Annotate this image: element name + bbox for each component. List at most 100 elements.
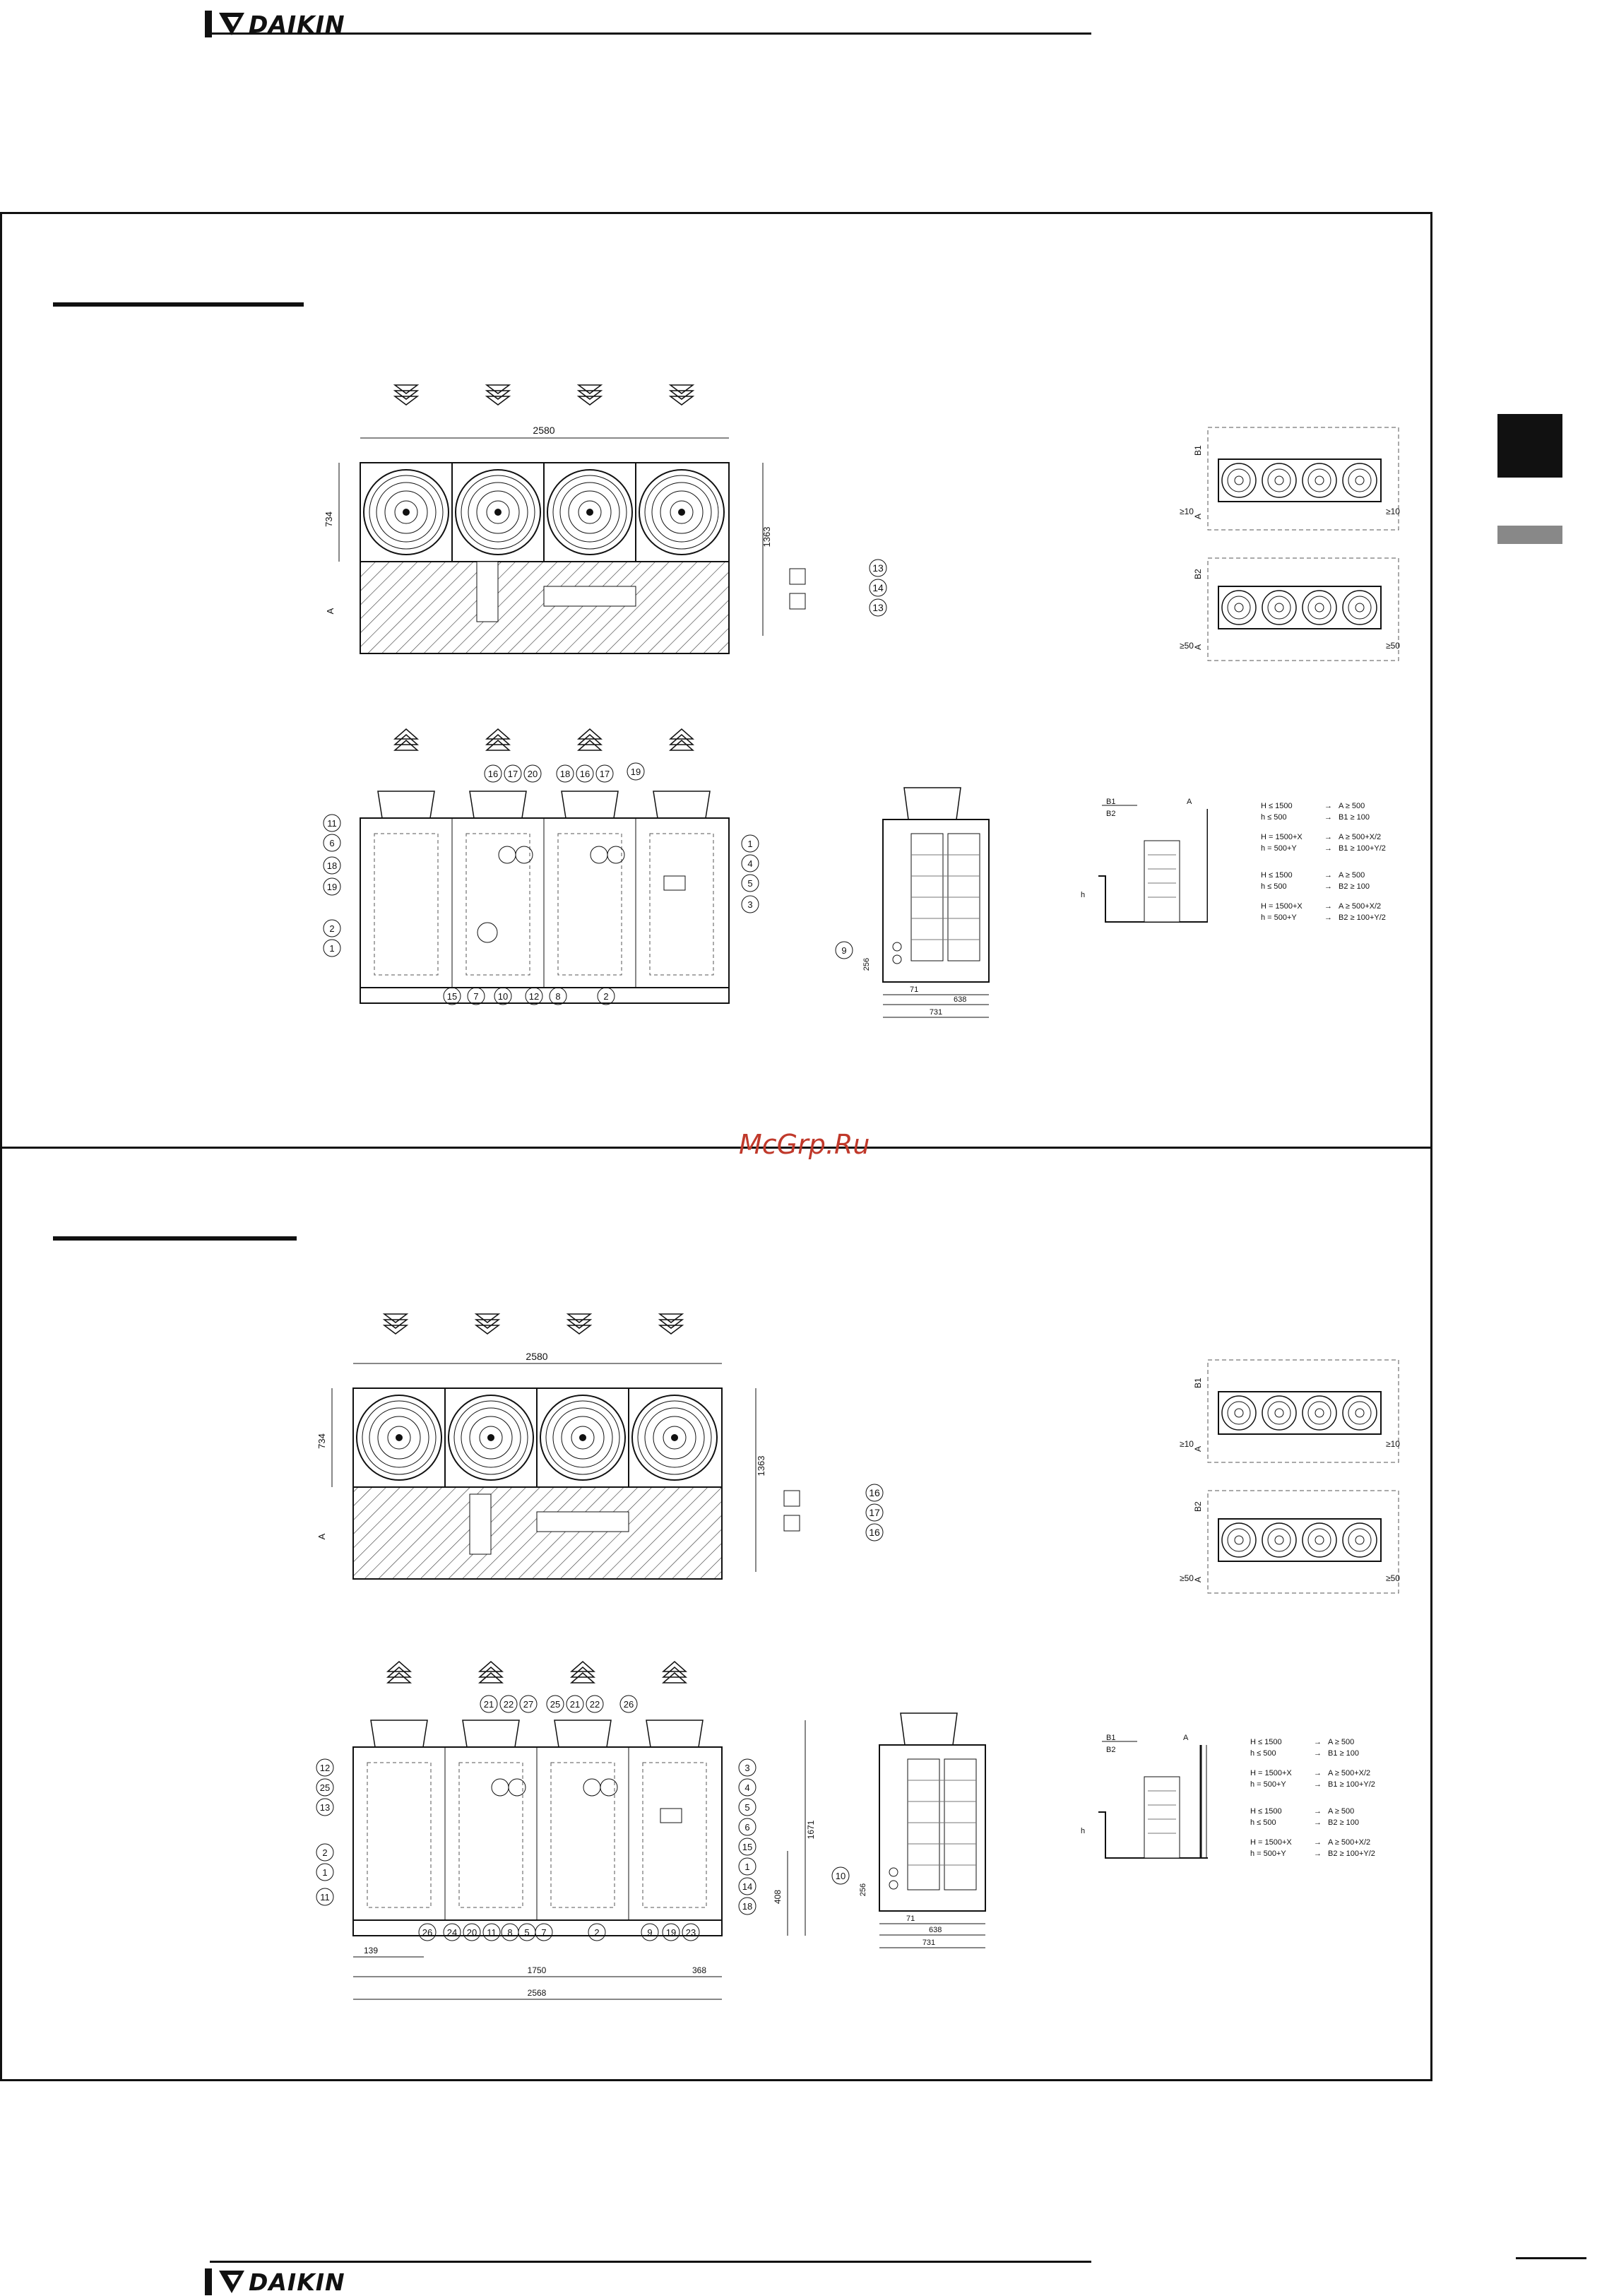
svg-text:23: 23 <box>686 1927 696 1938</box>
svg-text:1: 1 <box>329 943 334 954</box>
svg-text:→: → <box>1324 833 1332 841</box>
svg-text:→: → <box>1324 844 1332 853</box>
svg-text:H: H <box>1243 1799 1245 1805</box>
svg-text:A: A <box>1193 1577 1203 1582</box>
unit1-clearance-views: B1 A ≥10 ≥10 B2 A ≥50 ≥50 <box>1180 427 1400 661</box>
svg-text:≥50: ≥50 <box>1386 1573 1400 1583</box>
svg-text:h ≤ 500: h ≤ 500 <box>1261 882 1287 891</box>
svg-text:17: 17 <box>508 769 518 779</box>
svg-text:12: 12 <box>320 1763 330 1773</box>
svg-text:8: 8 <box>507 1927 512 1938</box>
svg-text:11: 11 <box>320 1892 330 1903</box>
svg-text:H ≤ 1500: H ≤ 1500 <box>1261 802 1293 810</box>
svg-text:2: 2 <box>322 1847 327 1858</box>
svg-text:2: 2 <box>329 923 334 934</box>
svg-text:B2: B2 <box>1193 1501 1203 1512</box>
svg-text:→: → <box>1314 1749 1322 1758</box>
header-rule <box>210 32 1091 35</box>
svg-text:734: 734 <box>318 1433 327 1449</box>
unit1-side-view: 9 256 71 638 731 <box>835 787 990 1018</box>
daikin-mark-icon <box>219 13 244 35</box>
svg-text:h ≤ 500: h ≤ 500 <box>1250 1818 1276 1827</box>
svg-text:24: 24 <box>447 1927 457 1938</box>
svg-text:6: 6 <box>329 838 334 848</box>
svg-text:8: 8 <box>555 991 560 1002</box>
brand-name: DAIKIN <box>249 2268 345 2296</box>
svg-text:B2 ≥ 100+Y/2: B2 ≥ 100+Y/2 <box>1328 1850 1375 1858</box>
svg-text:h = 500+Y: h = 500+Y <box>1250 1850 1286 1858</box>
svg-text:2: 2 <box>603 991 608 1002</box>
svg-text:256: 256 <box>859 1883 867 1896</box>
unit1-top-callouts: 13 14 13 <box>869 559 887 617</box>
svg-text:2568: 2568 <box>528 1988 547 1998</box>
svg-text:16: 16 <box>488 769 498 779</box>
svg-text:A ≥ 500: A ≥ 500 <box>1328 1807 1354 1816</box>
svg-text:B1 ≥ 100: B1 ≥ 100 <box>1339 813 1370 822</box>
svg-text:11: 11 <box>327 818 337 829</box>
watermark-text: McGrp.Ru <box>739 1129 870 1160</box>
svg-text:A: A <box>1193 514 1203 519</box>
svg-text:B1 ≥ 100+Y/2: B1 ≥ 100+Y/2 <box>1328 1780 1375 1789</box>
svg-text:25: 25 <box>550 1699 560 1710</box>
svg-text:4: 4 <box>744 1782 749 1793</box>
fan-icon <box>547 469 633 555</box>
svg-text:≥10: ≥10 <box>1180 507 1194 516</box>
svg-text:5: 5 <box>744 1802 749 1813</box>
svg-text:≥10: ≥10 <box>1180 1439 1194 1449</box>
svg-text:A ≥ 500: A ≥ 500 <box>1328 1738 1354 1746</box>
airflow-arrow-icon <box>394 384 418 406</box>
unit1-install-rules: H H ≤ 1500 → A ≥ 500 h ≤ 500 → B1 ≥ 100 H = … <box>1254 802 1386 922</box>
svg-text:638: 638 <box>954 995 966 1004</box>
unit1-top-width: 2580 <box>533 425 554 436</box>
airflow-arrow-icon <box>486 384 510 406</box>
svg-text:7: 7 <box>541 1927 546 1938</box>
svg-text:5: 5 <box>747 878 752 889</box>
section-tab <box>1497 414 1562 478</box>
svg-text:H = 1500+X: H = 1500+X <box>1261 833 1303 841</box>
svg-text:71: 71 <box>910 986 918 994</box>
svg-text:1671: 1671 <box>806 1820 816 1839</box>
svg-text:9: 9 <box>841 945 846 956</box>
svg-text:18: 18 <box>560 769 570 779</box>
svg-text:9: 9 <box>647 1927 652 1938</box>
airflow-arrow-icon <box>670 384 694 406</box>
logo-bar <box>205 2268 212 2295</box>
svg-text:H = 1500+X: H = 1500+X <box>1250 1838 1292 1847</box>
svg-text:h: h <box>1081 891 1085 899</box>
page-number-rule <box>1516 2257 1586 2259</box>
svg-text:h = 500+Y: h = 500+Y <box>1250 1780 1286 1789</box>
svg-text:H ≤ 1500: H ≤ 1500 <box>1250 1807 1282 1816</box>
svg-text:A ≥ 500+X/2: A ≥ 500+X/2 <box>1328 1769 1370 1777</box>
svg-text:26: 26 <box>422 1927 432 1938</box>
svg-text:21: 21 <box>484 1699 494 1710</box>
daikin-mark-icon <box>219 2271 244 2293</box>
unit2-top-callouts: 16 17 16 <box>865 1484 884 1541</box>
svg-text:1363: 1363 <box>756 1456 766 1477</box>
unit1-front-view: 16 17 20 18 16 17 19 11 6 18 19 2 1 1 4 … <box>323 728 759 1005</box>
svg-text:19: 19 <box>666 1927 676 1938</box>
svg-text:71: 71 <box>906 1915 915 1923</box>
svg-text:20: 20 <box>528 769 538 779</box>
svg-text:H: H <box>1254 863 1256 869</box>
svg-text:A: A <box>1193 644 1203 650</box>
svg-text:731: 731 <box>930 1008 942 1017</box>
svg-text:26: 26 <box>624 1699 634 1710</box>
svg-text:22: 22 <box>504 1699 514 1710</box>
svg-text:A ≥ 500: A ≥ 500 <box>1339 802 1365 810</box>
svg-text:14: 14 <box>872 582 884 593</box>
airflow-arrow-icon <box>578 384 602 406</box>
svg-text:H ≤ 1500: H ≤ 1500 <box>1250 1738 1282 1746</box>
unit2-install-rules: H H ≤ 1500→A ≥ 500 h ≤ 500→B1 ≥ 100 H = … <box>1243 1738 1375 1858</box>
svg-text:h = 500+Y: h = 500+Y <box>1261 913 1297 922</box>
svg-text:B1: B1 <box>1106 798 1115 806</box>
svg-text:B2 ≥ 100+Y/2: B2 ≥ 100+Y/2 <box>1339 913 1386 922</box>
svg-text:A ≥ 500+X/2: A ≥ 500+X/2 <box>1339 902 1381 911</box>
unit1-install-section: B1 B2 A h <box>1081 798 1208 923</box>
svg-text:1: 1 <box>322 1867 327 1878</box>
svg-text:638: 638 <box>929 1926 942 1934</box>
svg-text:A ≥ 500: A ≥ 500 <box>1339 871 1365 880</box>
svg-text:6: 6 <box>744 1822 749 1833</box>
svg-text:B1 ≥ 100: B1 ≥ 100 <box>1328 1749 1359 1758</box>
svg-text:≥10: ≥10 <box>1386 507 1400 516</box>
svg-text:19: 19 <box>631 767 641 777</box>
